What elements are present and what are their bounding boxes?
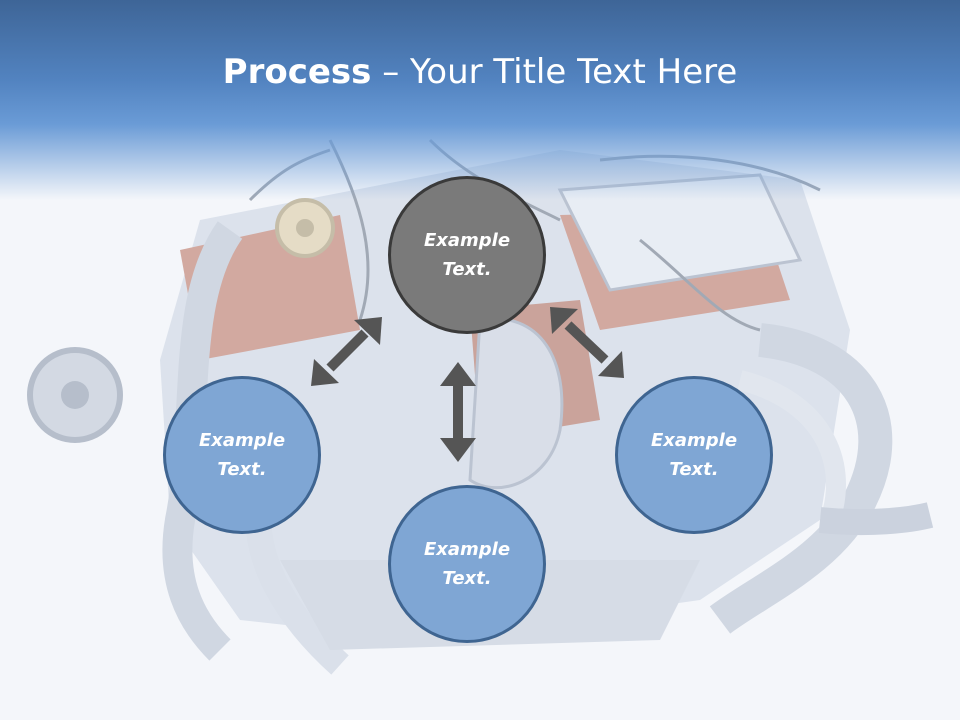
vertical-double-arrow (440, 362, 476, 462)
node-bottom-line2: Text. (442, 568, 492, 589)
node-bottom-line1: Example (423, 539, 511, 560)
right-double-arrow (550, 307, 624, 378)
title-rest: Your Title Text Here (410, 52, 738, 92)
node-right-line1: Example (650, 430, 738, 451)
node-left-line1: Example (198, 430, 286, 451)
node-right-line2: Text. (669, 459, 719, 480)
slide-title: Process – Your Title Text Here (0, 52, 960, 92)
node-left-line2: Text. (217, 459, 267, 480)
title-bold: Process (222, 52, 372, 92)
header-band (0, 0, 960, 200)
node-top-line2: Text. (442, 259, 492, 280)
title-separator: – (371, 52, 411, 92)
node-top-line1: Example (423, 230, 511, 251)
left-double-arrow (311, 317, 382, 386)
